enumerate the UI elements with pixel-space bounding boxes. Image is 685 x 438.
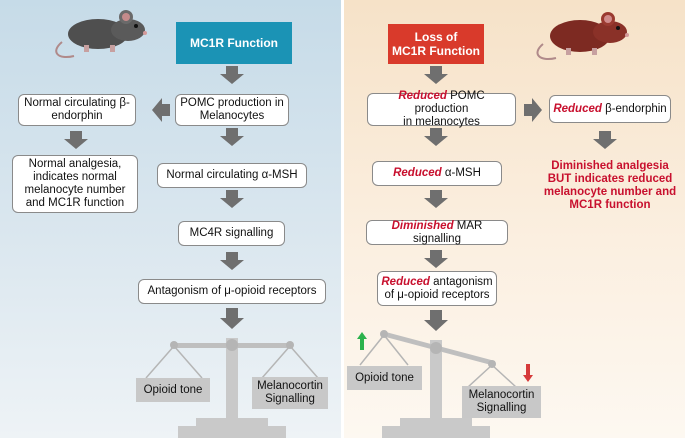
down-arrow-icon [424, 250, 448, 268]
balance-scale-icon [145, 338, 319, 438]
right-header-text: Loss of MC1R Function [392, 30, 480, 58]
right-antagonism-text: Reduced antagonism of μ-opioid receptors [381, 276, 492, 302]
right-pomc-rest: POMC production [414, 90, 485, 115]
right-header-line2: MC1R Function [392, 44, 480, 58]
right-msh-rest: α-MSH [441, 167, 481, 179]
right-antagonism-rest: antagonism [429, 275, 493, 288]
down-arrow-icon [424, 190, 448, 208]
right-melanocortin-text: Melanocortin Signalling [469, 389, 535, 415]
down-arrow-icon [424, 66, 448, 84]
left-panel [0, 0, 341, 438]
right-mar-rest: MAR signalling [413, 219, 483, 245]
left-melanocortin-line1: Melanocortin [257, 380, 323, 392]
down-arrow-icon [220, 66, 244, 84]
right-melanocortin-line2: Signalling [476, 402, 527, 414]
right-endorphin-rest: β-endorphin [601, 102, 667, 115]
down-arrow-icon [220, 252, 244, 270]
panel-divider [341, 0, 344, 438]
left-mc4r-node: MC4R signalling [178, 221, 285, 246]
right-opioid-tone-text: Opioid tone [355, 371, 414, 384]
right-melanocortin-box: Melanocortin Signalling [462, 386, 541, 418]
left-analgesia-text: Normal analgesia, indicates normal melan… [24, 158, 126, 209]
left-antagonism-text: Antagonism of μ-opioid receptors [147, 285, 317, 297]
right-antagonism-line2: of μ-opioid receptors [384, 288, 490, 301]
right-mar-emphasis: Diminished [391, 219, 454, 232]
right-panel [344, 0, 685, 438]
left-endorphin-node: Normal circulating β-endorphin [18, 94, 136, 126]
left-msh-node: Normal circulating α-MSH [157, 163, 307, 188]
right-msh-node: Reduced α-MSH [372, 161, 502, 186]
right-endorphin-emphasis: Reduced [553, 102, 602, 115]
right-header-line1: Loss of [414, 30, 458, 44]
left-arrow-icon [152, 98, 170, 122]
right-endorphin-text: Reduced β-endorphin [553, 103, 666, 116]
right-msh-text: Reduced α-MSH [393, 167, 481, 180]
right-header: Loss of MC1R Function [388, 24, 484, 64]
down-arrow-icon [424, 310, 448, 331]
left-header-text: MC1R Function [190, 36, 278, 50]
up-arrow-icon [357, 332, 367, 350]
right-pomc-emphasis: Reduced [398, 90, 447, 102]
right-opioid-tone-box: Opioid tone [347, 366, 422, 390]
right-mar-text: Diminished MAR signalling [370, 220, 504, 246]
right-analgesia-node: Diminished analgesia BUT indicates reduc… [540, 158, 680, 214]
left-analgesia-node: Normal analgesia, indicates normal melan… [12, 155, 138, 213]
left-pomc-node: POMC production in Melanocytes [175, 94, 289, 126]
right-endorphin-node: Reduced β-endorphin [549, 95, 671, 123]
right-mar-node: Diminished MAR signalling [366, 220, 508, 245]
balance-scale-icon [359, 330, 517, 438]
left-endorphin-text: Normal circulating β-endorphin [24, 97, 130, 122]
right-msh-emphasis: Reduced [393, 167, 442, 179]
down-arrow-icon [424, 128, 448, 146]
mouse-icon [536, 12, 629, 60]
left-antagonism-node: Antagonism of μ-opioid receptors [138, 279, 326, 304]
right-melanocortin-line1: Melanocortin [468, 389, 535, 401]
left-mc4r-text: MC4R signalling [189, 227, 274, 239]
left-melanocortin-box: Melanocortin Signalling [252, 377, 328, 409]
down-arrow-icon [593, 131, 617, 149]
down-arrow-icon [220, 128, 244, 146]
left-msh-text: Normal circulating α-MSH [166, 169, 298, 181]
left-opioid-tone-text: Opioid tone [143, 383, 203, 396]
down-arrow-icon [523, 364, 533, 382]
left-opioid-tone-box: Opioid tone [136, 378, 210, 402]
mouse-icon [55, 10, 147, 58]
right-analgesia-text: Diminished analgesia BUT indicates reduc… [543, 160, 677, 211]
left-melanocortin-line2: Signalling [265, 393, 315, 405]
right-antagonism-emphasis: Reduced [381, 275, 430, 288]
right-pomc-node: Reduced POMC production in melanocytes [367, 90, 516, 129]
left-pomc-text: POMC production in Melanocytes [180, 97, 284, 122]
right-antagonism-node: Reduced antagonism of μ-opioid receptors [377, 271, 497, 306]
left-melanocortin-text: Melanocortin Signalling [257, 380, 323, 406]
down-arrow-icon [64, 131, 88, 149]
right-arrow-icon [524, 98, 542, 122]
down-arrow-icon [220, 308, 244, 329]
left-header: MC1R Function [176, 22, 292, 64]
right-pomc-line2: in melanocytes [403, 116, 480, 128]
right-pomc-text: Reduced POMC production in melanocytes [371, 90, 512, 129]
down-arrow-icon [220, 190, 244, 208]
